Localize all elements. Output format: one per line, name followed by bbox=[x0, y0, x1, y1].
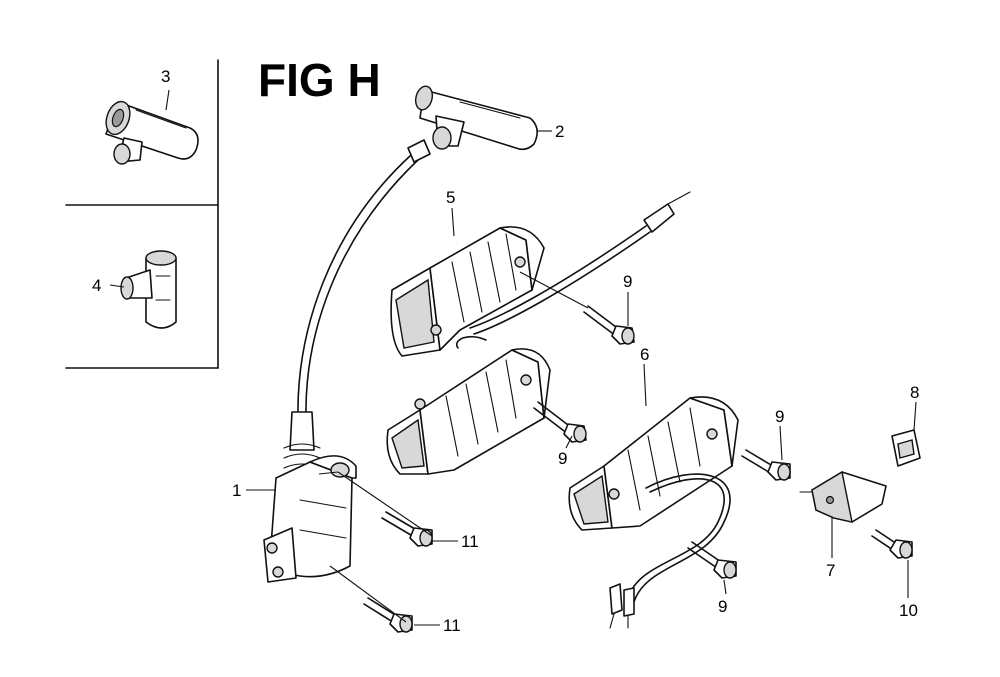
leader-lines bbox=[109, 89, 917, 626]
callout-11-upper: 11 bbox=[461, 532, 479, 551]
callout-7: 7 bbox=[826, 561, 835, 580]
bolt-11-lower bbox=[363, 597, 413, 633]
part-4-plug-cap bbox=[120, 250, 177, 329]
part-7-bracket bbox=[799, 470, 887, 523]
callouts: 3 4 2 5 9 6 1 9 9 8 11 11 9 7 10 bbox=[92, 67, 919, 635]
callout-8: 8 bbox=[910, 383, 919, 402]
figure-title: FIG H bbox=[258, 54, 381, 106]
part-5-coil-upper bbox=[390, 191, 691, 357]
part-3-plug-cap bbox=[105, 100, 199, 165]
ht-lead bbox=[297, 139, 431, 421]
callout-1: 1 bbox=[232, 481, 241, 500]
callout-9-right: 9 bbox=[775, 407, 784, 426]
part-2-plug-cap bbox=[414, 85, 538, 151]
part-1-ignition-coil bbox=[263, 411, 357, 583]
callout-10: 10 bbox=[899, 601, 918, 620]
bolt-11-upper bbox=[381, 511, 433, 547]
inset-panel bbox=[65, 59, 219, 369]
part-6-coil bbox=[568, 396, 739, 629]
callout-5: 5 bbox=[446, 188, 455, 207]
bolt-9-lower bbox=[687, 541, 737, 579]
callout-4: 4 bbox=[92, 276, 101, 295]
callout-9-lower: 9 bbox=[718, 597, 727, 616]
bolt-9-right bbox=[741, 449, 791, 481]
callout-9-upper: 9 bbox=[623, 272, 632, 291]
callout-2: 2 bbox=[555, 122, 564, 141]
callout-11-lower: 11 bbox=[443, 616, 461, 635]
callout-9-middle: 9 bbox=[558, 449, 567, 468]
bolt-9-upper bbox=[583, 305, 635, 345]
part-5-coil-lower bbox=[386, 335, 551, 475]
callout-3: 3 bbox=[161, 67, 170, 86]
callout-6: 6 bbox=[640, 345, 649, 364]
part-8-clip bbox=[891, 429, 921, 467]
bolt-10 bbox=[871, 529, 913, 559]
bolt-9-middle bbox=[533, 401, 587, 443]
